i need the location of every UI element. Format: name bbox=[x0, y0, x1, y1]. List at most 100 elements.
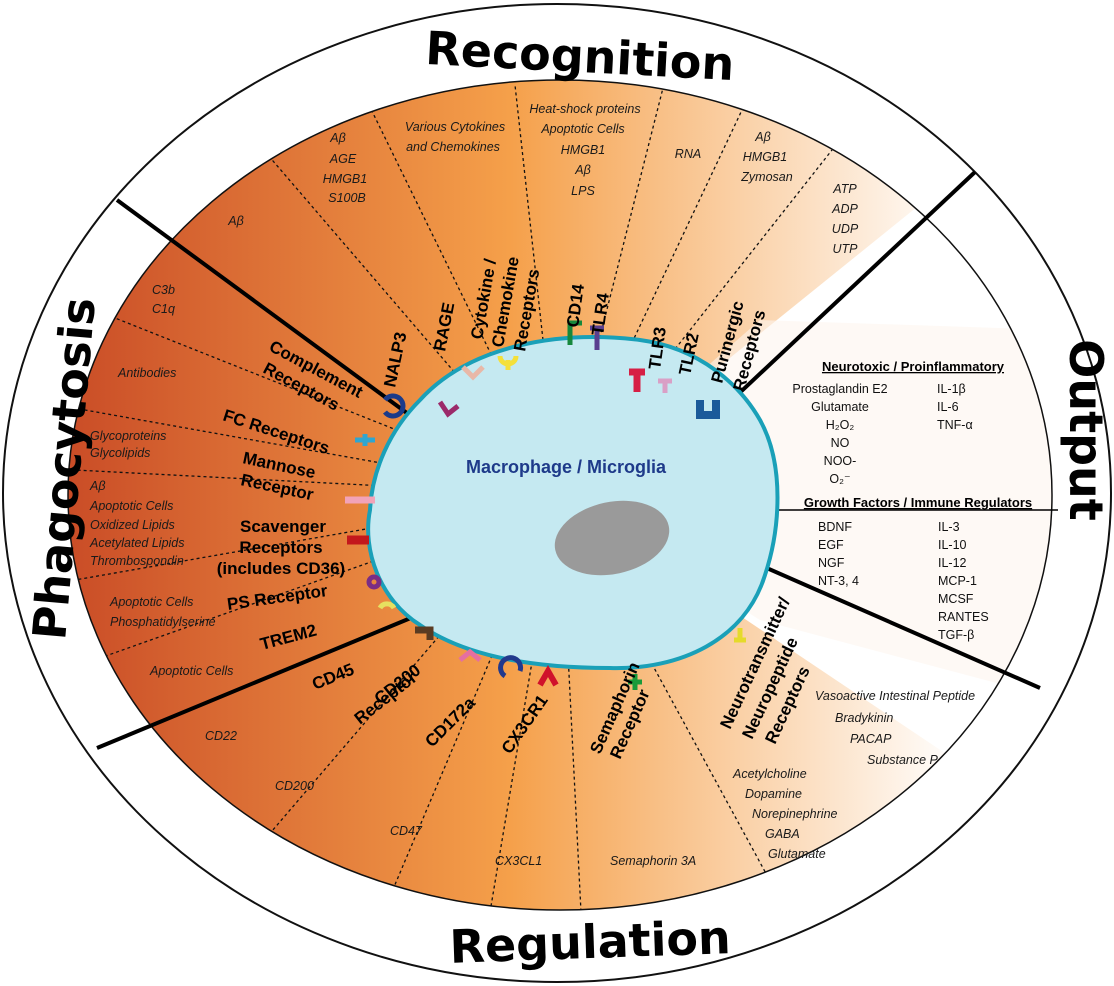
output-neurotoxic-right-0: IL-1β bbox=[937, 382, 966, 396]
output-neurotoxic-left-0: Prostaglandin E2 bbox=[792, 382, 887, 396]
receptor-icon-trem2 bbox=[377, 601, 397, 610]
recognition-ligands: Aβ Aβ AGE HMGB1 S100B Various Cytokines … bbox=[227, 102, 859, 256]
ligand-neurotransmitter-2: Norepinephrine bbox=[752, 807, 838, 821]
ligand-tlr2-2: Zymosan bbox=[740, 170, 792, 184]
ligand-cd172a-0: CD47 bbox=[390, 824, 423, 838]
output-growth-right-3: MCP-1 bbox=[938, 574, 977, 588]
ligand-tlr3-0: RNA bbox=[675, 147, 701, 161]
ligand-neuropeptide-2: PACAP bbox=[850, 732, 892, 746]
ligand-purinergic-2: UDP bbox=[832, 222, 859, 236]
output-neurotoxic-right-2: TNF-α bbox=[937, 418, 973, 432]
ligand-nalp3-0: Aβ bbox=[227, 214, 243, 228]
ligand-purinergic-3: UTP bbox=[833, 242, 859, 256]
output-neurotoxic-left-3: NO bbox=[831, 436, 850, 450]
receptor-icon-fc bbox=[355, 434, 375, 446]
ligand-scavenger-1: Apoptotic Cells bbox=[89, 499, 173, 513]
output-growth-right-2: IL-12 bbox=[938, 556, 967, 570]
ligand-purinergic-1: ADP bbox=[831, 202, 858, 216]
receptor-icon-cd45 bbox=[415, 626, 434, 640]
receptor-icon-tlr4 bbox=[590, 325, 604, 350]
receptor-icon-nalp3 bbox=[437, 400, 460, 418]
section-title-regulation: Regulation bbox=[449, 910, 732, 974]
ligand-tlr4-4: LPS bbox=[571, 184, 595, 198]
ligand-neurotransmitter-1: Dopamine bbox=[745, 787, 802, 801]
ligand-complement-0: C3b bbox=[152, 283, 175, 297]
ligand-neurotransmitter-0: Acetylcholine bbox=[732, 767, 807, 781]
ligand-scavenger-3: Acetylated Lipids bbox=[89, 536, 185, 550]
output-neurotoxic-left-4: NOO- bbox=[824, 454, 857, 468]
ligand-cx3cr1-0: CX3CL1 bbox=[495, 854, 542, 868]
ligand-neurotransmitter-4: Glutamate bbox=[768, 847, 826, 861]
receptor-icon-tlr3 bbox=[629, 368, 645, 392]
ligand-rage-3: S100B bbox=[328, 191, 366, 205]
output-growth-left-2: NGF bbox=[818, 556, 845, 570]
receptor-icon-semaphorin bbox=[628, 674, 642, 690]
ligand-cd45-0: CD22 bbox=[205, 729, 237, 743]
ligand-cytokine-1: and Chemokines bbox=[406, 140, 500, 154]
output-growth-left-3: NT-3, 4 bbox=[818, 574, 859, 588]
output-section: Neurotoxic / Proinflammatory Prostagland… bbox=[792, 359, 1032, 642]
ligand-neuropeptide-0: Vasoactive Intestinal Peptide bbox=[815, 689, 975, 703]
ligand-tlr4-1: Apoptotic Cells bbox=[540, 122, 624, 136]
ligand-tlr2-0: Aβ bbox=[754, 130, 770, 144]
ligand-scavenger-0: Aβ bbox=[89, 479, 105, 493]
output-growth-right-4: MCSF bbox=[938, 592, 974, 606]
ligand-tlr4-2: HMGB1 bbox=[561, 143, 605, 157]
receptor-label-scavenger-2: Receptors bbox=[239, 538, 322, 557]
receptor-icon-ps bbox=[366, 574, 382, 590]
receptor-icon-cytokine bbox=[497, 355, 519, 370]
output-neurotoxic-left-2: H₂O₂ bbox=[826, 418, 855, 432]
section-dividers bbox=[96, 170, 1058, 750]
ligand-rage-2: HMGB1 bbox=[323, 172, 367, 186]
output-growth-right-5: RANTES bbox=[938, 610, 989, 624]
ligand-cytokine-0: Various Cytokines bbox=[405, 120, 505, 134]
ligand-tlr4-0: Heat-shock proteins bbox=[529, 102, 640, 116]
output-growth-header: Growth Factors / Immune Regulators bbox=[804, 495, 1032, 510]
output-neurotoxic-left-5: O₂⁻ bbox=[829, 472, 850, 486]
ligand-neuropeptide-3: Substance P bbox=[867, 753, 939, 767]
output-growth-right-0: IL-3 bbox=[938, 520, 960, 534]
ligand-cd200-0: CD200 bbox=[275, 779, 314, 793]
receptor-icon-complement bbox=[383, 393, 406, 419]
receptor-icon-cd14 bbox=[567, 320, 582, 345]
ligand-ps-0: Apoptotic Cells bbox=[109, 595, 193, 609]
ligand-trem2-0: Apoptotic Cells bbox=[149, 664, 233, 678]
ligand-mannose-0: Glycoproteins bbox=[90, 429, 166, 443]
ligand-mannose-1: Glycolipids bbox=[90, 446, 150, 460]
receptor-icon-tlr2 bbox=[658, 378, 672, 393]
ligand-neurotransmitter-3: GABA bbox=[765, 827, 800, 841]
output-neurotoxic-right-1: IL-6 bbox=[937, 400, 959, 414]
receptor-icon-cx3cr1 bbox=[537, 664, 559, 687]
output-growth-right-6: TGF-β bbox=[938, 628, 974, 642]
ligand-rage-1: AGE bbox=[329, 152, 357, 166]
receptor-icon-rage bbox=[461, 365, 485, 381]
ligand-semaphorin-0: Semaphorin 3A bbox=[610, 854, 696, 868]
ligand-scavenger-4: Thrombospondin bbox=[90, 554, 184, 568]
output-neurotoxic-left-1: Glutamate bbox=[811, 400, 869, 414]
ligand-complement-1: C1q bbox=[152, 302, 175, 316]
cell-nucleus bbox=[554, 500, 670, 576]
regulation-ligands: CD22 CD200 CD47 CX3CL1 Semaphorin 3A Vas… bbox=[205, 689, 975, 868]
phagocytosis-ligands: C3b C1q Antibodies Glycoproteins Glycoli… bbox=[89, 283, 233, 678]
receptor-label-scavenger-3: (includes CD36) bbox=[217, 559, 345, 578]
ligand-neuropeptide-1: Bradykinin bbox=[835, 711, 893, 725]
section-title-output: Output bbox=[1059, 339, 1113, 521]
receptor-icon-purinergic bbox=[696, 400, 720, 419]
inner-ring bbox=[67, 79, 1053, 911]
ligand-scavenger-2: Oxidized Lipids bbox=[90, 518, 175, 532]
receptor-glyphs bbox=[345, 320, 746, 690]
receptor-icon-cd200 bbox=[458, 648, 482, 662]
ligand-ps-1: Phosphatidylserine bbox=[110, 615, 216, 629]
ligand-tlr2-1: HMGB1 bbox=[743, 150, 787, 164]
ligand-purinergic-0: ATP bbox=[832, 182, 857, 196]
output-growth-left-0: BDNF bbox=[818, 520, 852, 534]
ligand-fc-0: Antibodies bbox=[117, 366, 176, 380]
output-neurotoxic-header: Neurotoxic / Proinflammatory bbox=[822, 359, 1005, 374]
output-growth-left-1: EGF bbox=[818, 538, 844, 552]
ligand-tlr4-3: Aβ bbox=[574, 163, 590, 177]
receptor-label-scavenger-1: Scavenger bbox=[240, 517, 326, 536]
cell-body bbox=[366, 335, 780, 671]
receptor-icon-cd172a bbox=[498, 655, 524, 679]
